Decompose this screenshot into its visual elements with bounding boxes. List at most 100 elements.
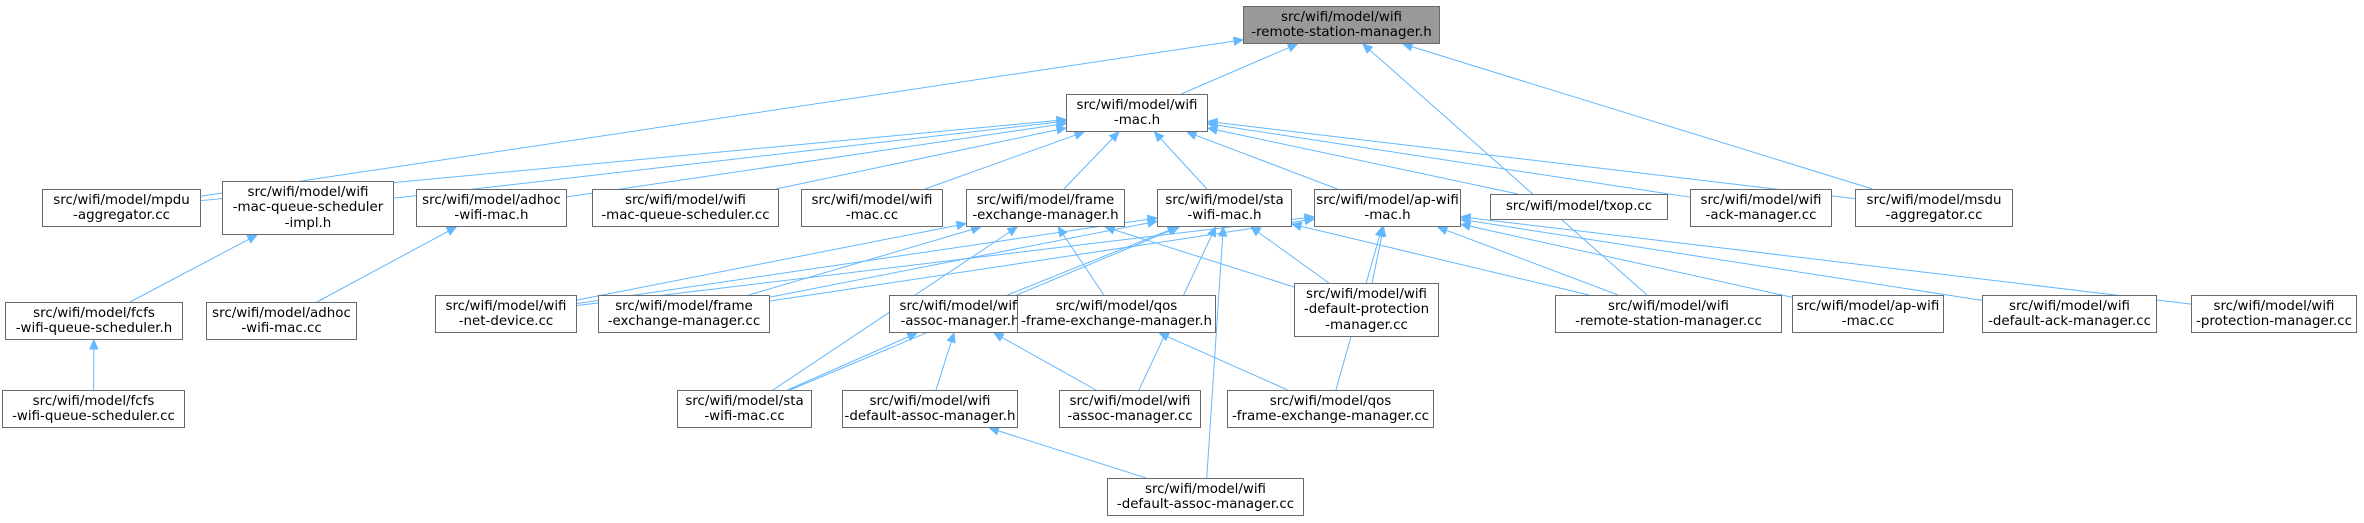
node-mac-queue-scheduler-cc[interactable]: src/wifi/model/wifi-mac-queue-scheduler.… xyxy=(592,189,779,227)
edge-netdev-to-aph xyxy=(576,217,1306,306)
node-adhoc-wifi-mac-cc[interactable]: src/wifi/model/adhoc-wifi-mac.cc xyxy=(206,302,357,340)
node-label-line: -mac.cc xyxy=(1841,314,1895,329)
edge-txop-to-wifimach xyxy=(1216,129,1518,195)
edge-wifimaccc-to-wifimach xyxy=(924,134,1076,190)
edge-mqsh-to-wifimach xyxy=(393,121,1058,199)
node-mac-queue-scheduler-impl-h[interactable]: src/wifi/model/wifi-mac-queue-scheduler-… xyxy=(222,181,394,235)
node-default-assoc-manager-cc[interactable]: src/wifi/model/wifi-default-assoc-manage… xyxy=(1107,478,1304,516)
edge-aph-to-wifimach xyxy=(1195,134,1338,190)
node-remote-station-manager-cc[interactable]: src/wifi/model/wifi-remote-station-manag… xyxy=(1555,295,1782,333)
edge-ackcc-to-wifimach xyxy=(1216,124,1691,198)
node-wifi-assoc-manager-h[interactable]: src/wifi/model/wifi-assoc-manager.h xyxy=(889,295,1031,333)
node-label-line: src/wifi/model/wifi xyxy=(1700,192,1822,208)
node-label-line: src/wifi/model/frame xyxy=(976,192,1115,208)
node-wifi-assoc-manager-cc[interactable]: src/wifi/model/wifi-assoc-manager.cc xyxy=(1059,390,1201,428)
edge-defack-to-aph xyxy=(1469,220,1983,301)
node-label-line: -wifi-mac.cc xyxy=(241,321,322,336)
edge-defassoccc-to-stah xyxy=(1206,235,1224,479)
node-label-line: -exchange-manager.h xyxy=(972,208,1119,223)
node-sta-wifi-mac-cc[interactable]: src/wifi/model/sta-wifi-mac.cc xyxy=(677,390,812,428)
node-default-assoc-manager-h[interactable]: src/wifi/model/wifi-default-assoc-manage… xyxy=(842,390,1018,428)
node-label-line: -net-device.cc xyxy=(458,314,554,329)
node-label-line: -assoc-manager.h xyxy=(900,314,1020,329)
edge-defassoccc-to-defassoch xyxy=(997,430,1147,479)
node-txop-cc[interactable]: src/wifi/model/txop.cc xyxy=(1490,194,1668,220)
node-ap-wifi-mac-cc[interactable]: src/wifi/model/ap-wifi-mac.cc xyxy=(1792,295,1944,333)
edge-netdev-to-stah xyxy=(576,218,1149,305)
node-label-line: -wifi-mac.cc xyxy=(704,409,785,424)
node-label-line: src/wifi/model/wifi xyxy=(1145,481,1266,497)
node-adhoc-wifi-mac-h[interactable]: src/wifi/model/adhoc-wifi-mac.h xyxy=(416,189,567,227)
node-label-line: -mac.h xyxy=(1113,113,1161,128)
edge-arrowhead xyxy=(1374,225,1385,238)
node-wifi-mac-cc[interactable]: src/wifi/model/wifi-mac.cc xyxy=(801,189,943,227)
edge-arrowhead xyxy=(1232,36,1245,46)
edge-rsmcc-to-aph xyxy=(1446,229,1619,296)
edge-arrowhead xyxy=(1459,213,1471,223)
node-wifi-mac-h[interactable]: src/wifi/model/wifi-mac.h xyxy=(1066,94,1208,132)
node-label-line: src/wifi/model/qos xyxy=(1055,298,1178,314)
node-label-line: src/wifi/model/fcfs xyxy=(33,305,155,321)
edge-arrowhead xyxy=(1436,225,1449,235)
node-wifi-net-device-cc[interactable]: src/wifi/model/wifi-net-device.cc xyxy=(435,295,577,333)
edge-arrowhead xyxy=(1073,130,1086,140)
node-default-ack-manager-cc[interactable]: src/wifi/model/wifi-default-ack-manager.… xyxy=(1982,295,2157,333)
edge-arrowhead xyxy=(1303,215,1316,226)
edge-mqscc-to-wifimach xyxy=(775,129,1058,190)
node-ack-manager-cc[interactable]: src/wifi/model/wifi-ack-manager.cc xyxy=(1690,189,1832,227)
edge-mpdu-to-root xyxy=(200,40,1235,197)
node-qos-frame-exchange-manager-h[interactable]: src/wifi/model/qos-frame-exchange-manage… xyxy=(1017,295,1216,333)
node-label-line: src/wifi/model/wifi xyxy=(2009,298,2130,314)
edge-wifimach-to-root xyxy=(1180,47,1290,95)
edge-femcc-to-stah xyxy=(769,222,1149,298)
node-label-line: -mac.h xyxy=(1364,208,1411,223)
node-msdu-aggregator-cc[interactable]: src/wifi/model/msdu-aggregator.cc xyxy=(1855,189,2013,227)
node-label-line: -remote-station-manager.cc xyxy=(1575,314,1762,329)
edge-rsmcc-to-root xyxy=(1369,49,1648,296)
node-qos-frame-exchange-manager-cc[interactable]: src/wifi/model/qos-frame-exchange-manage… xyxy=(1227,390,1434,428)
node-label-line: -wifi-mac.h xyxy=(1187,208,1262,223)
node-label-line: src/wifi/model/wifi xyxy=(811,192,933,208)
node-mpdu-aggregator-cc[interactable]: src/wifi/model/mpdu-aggregator.cc xyxy=(42,189,201,227)
edge-femcc-to-femh xyxy=(748,229,973,296)
node-sta-wifi-mac-h[interactable]: src/wifi/model/sta-wifi-mac.h xyxy=(1157,189,1292,227)
node-label-line: -aggregator.cc xyxy=(1885,208,1983,223)
node-label-line: -ack-manager.cc xyxy=(1705,208,1817,223)
edge-arrowhead xyxy=(946,331,956,344)
node-label-line: src/wifi/model/wifi xyxy=(1069,393,1191,409)
node-protection-manager-cc[interactable]: src/wifi/model/wifi-protection-manager.c… xyxy=(2191,295,2357,333)
node-label-line: src/wifi/model/wifi xyxy=(445,298,567,314)
edge-arrowhead xyxy=(1206,117,1218,128)
node-default-protection-manager-cc[interactable]: src/wifi/model/wifi-default-protection-m… xyxy=(1294,283,1439,337)
node-frame-exchange-manager-h[interactable]: src/wifi/model/frame-exchange-manager.h xyxy=(966,189,1125,227)
node-label-line: src/wifi/model/frame xyxy=(615,298,753,314)
node-frame-exchange-manager-cc[interactable]: src/wifi/model/frame-exchange-manager.cc xyxy=(598,295,770,333)
node-label-line: src/wifi/model/wifi xyxy=(2213,298,2335,314)
node-label-line: src/wifi/model/txop.cc xyxy=(1505,199,1653,215)
node-label-line: src/wifi/model/wifi xyxy=(1608,298,1729,314)
node-label-line: -default-protection xyxy=(1303,302,1430,318)
node-fcfs-wifi-queue-scheduler-h[interactable]: src/wifi/model/fcfs-wifi-queue-scheduler… xyxy=(5,302,183,340)
edge-apcc-to-aph xyxy=(1469,225,1793,298)
node-root[interactable]: src/wifi/model/wifi-remote-station-manag… xyxy=(1243,6,1440,44)
node-label-line: src/wifi/model/sta xyxy=(685,393,804,409)
edge-adhoch-to-wifimach xyxy=(566,124,1058,198)
edge-arrowhead xyxy=(1055,125,1068,135)
node-label-line: -manager.cc xyxy=(1325,317,1408,333)
node-label-line: -aggregator.cc xyxy=(73,208,170,223)
node-label-line: src/wifi/model/wifi xyxy=(247,184,369,200)
edge-rsmcc-to-stah xyxy=(1300,225,1590,296)
edge-arrowhead xyxy=(992,332,1005,342)
node-fcfs-wifi-queue-scheduler-cc[interactable]: src/wifi/model/fcfs-wifi-queue-scheduler… xyxy=(2,390,185,428)
node-label-line: src/wifi/model/wifi xyxy=(625,192,746,208)
node-label-line: -mac-queue-scheduler xyxy=(232,200,384,216)
edge-adhoccc-to-adhoch xyxy=(316,230,449,303)
edge-assoccc-to-assoch xyxy=(1001,336,1097,391)
node-label-line: -default-ack-manager.cc xyxy=(1988,314,2151,329)
edge-femh-to-wifimach xyxy=(1063,138,1113,190)
node-label-line: -default-assoc-manager.h xyxy=(844,409,1016,424)
node-label-line: -impl.h xyxy=(284,215,332,231)
edge-arrowhead xyxy=(1362,43,1374,54)
node-ap-wifi-mac-h[interactable]: src/wifi/model/ap-wifi-mac.h xyxy=(1314,189,1461,227)
